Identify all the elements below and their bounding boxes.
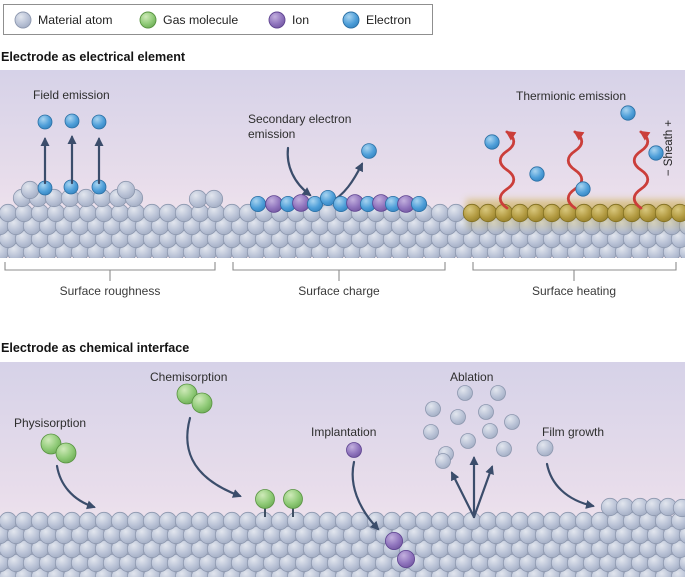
electron-icon xyxy=(342,11,360,28)
brace-label-surface-heating: Surface heating xyxy=(531,284,617,298)
legend-item-material-atom: Material atom xyxy=(14,5,113,34)
section2-heading: Electrode as chemical interface xyxy=(1,341,190,355)
legend-label: Ion xyxy=(292,12,310,27)
chemisorption-label: Chemisorption xyxy=(150,370,228,384)
gas-molecule-icon xyxy=(139,11,157,28)
legend-item-gas-molecule: Gas molecule xyxy=(139,5,238,34)
section1-heading: Electrode as electrical element xyxy=(1,50,186,64)
legend-label: Material atom xyxy=(38,12,113,27)
legend: Material atom Gas molecule Ion Electron xyxy=(3,4,433,35)
implantation-label: Implantation xyxy=(311,425,377,439)
legend-label: Electron xyxy=(366,12,412,27)
legend-label: Gas molecule xyxy=(163,12,239,27)
material-atom-icon xyxy=(14,11,32,28)
ion-icon xyxy=(268,11,286,28)
sheath-label: − Sheath + xyxy=(663,119,675,177)
panel2-illustration xyxy=(0,362,685,577)
physisorption-label: Physisorption xyxy=(14,416,87,430)
legend-item-electron: Electron xyxy=(342,5,411,34)
thermionic-emission-label: Thermionic emission xyxy=(516,89,627,103)
panel1-illustration xyxy=(0,70,685,258)
brace-label-surface-roughness: Surface roughness xyxy=(59,284,161,298)
film-growth-label: Film growth xyxy=(542,425,605,439)
ablation-label: Ablation xyxy=(450,370,494,384)
brace-label-surface-charge: Surface charge xyxy=(298,284,380,298)
secondary-emission-label: Secondary electron emission xyxy=(248,112,352,141)
field-emission-label: Field emission xyxy=(33,88,110,102)
surface-braces xyxy=(4,262,677,281)
legend-item-ion: Ion xyxy=(268,5,309,34)
